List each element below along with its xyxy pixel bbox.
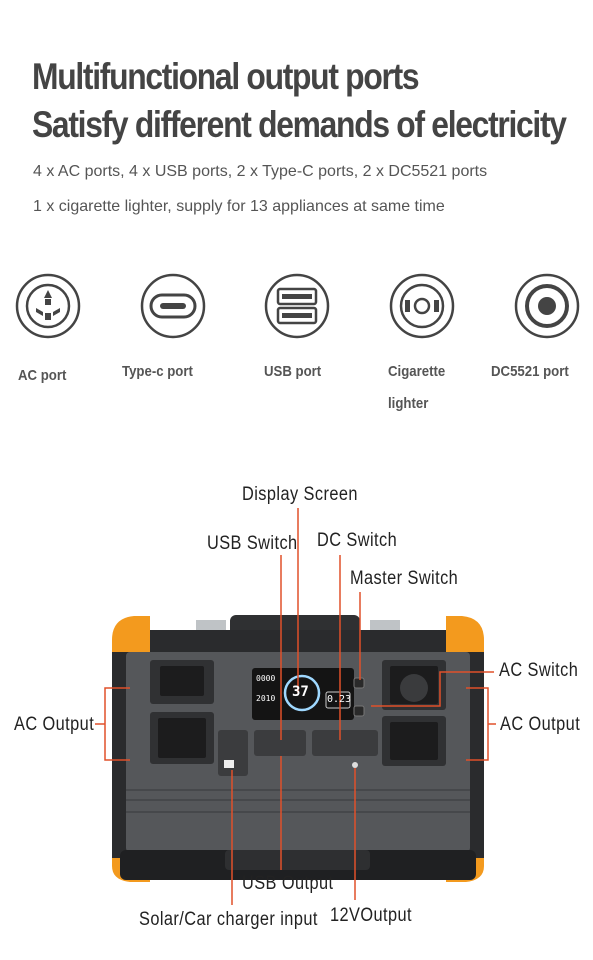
subtitle-line-2: 1 x cigarette lighter, supply for 13 app… xyxy=(33,198,445,215)
corner-bumper-top-right xyxy=(446,616,484,652)
handle-bracket-right xyxy=(370,620,400,642)
ac-switch-button xyxy=(353,705,365,717)
display-battery-percent: 37 xyxy=(292,684,309,700)
cigarette-label-line-2: lighter xyxy=(388,395,429,412)
headline-line-1: Multifunctional output ports xyxy=(32,56,420,97)
dc-output-callout: 12VOutput xyxy=(330,905,412,926)
ac-socket-right-top xyxy=(382,660,446,710)
front-panel xyxy=(126,652,470,852)
top-handle xyxy=(230,615,360,655)
ac-output-right-callout: AC Output xyxy=(500,714,581,735)
ac-switch-callout: AC Switch xyxy=(499,660,579,681)
corner-bumper-bottom-right xyxy=(446,858,484,882)
corner-bumper-bottom-left xyxy=(112,858,150,882)
display-readout-top: 0000 xyxy=(256,674,276,683)
master-switch-callout: Master Switch xyxy=(350,568,459,589)
usb-output-callout: USB Output xyxy=(242,873,334,894)
display-screen-callout: Display Screen xyxy=(242,484,358,505)
display-readout-right: 0.23 xyxy=(327,694,352,705)
ac-output-left-callout: AC Output xyxy=(14,714,95,735)
handle-bracket-left xyxy=(196,620,226,642)
dc5521-icon xyxy=(514,273,580,339)
ac-port-label: AC port xyxy=(18,367,67,384)
dc-switch-callout: DC Switch xyxy=(317,530,398,551)
type-c-icon xyxy=(140,273,206,339)
ac-socket-left-bottom xyxy=(150,712,214,764)
cigarette-lighter-icon xyxy=(389,273,455,339)
master-switch-button xyxy=(353,677,365,689)
type-c-port-label: Type-c port xyxy=(122,363,193,380)
usb-port-label: USB port xyxy=(264,363,322,380)
solar-input-callout: Solar/Car charger input xyxy=(139,909,318,930)
subtitle-line-1: 4 x AC ports, 4 x USB ports, 2 x Type-C … xyxy=(33,163,488,180)
dc5521-port-label: DC5521 port xyxy=(491,363,569,380)
usb-switch-callout: USB Switch xyxy=(207,533,298,554)
usb-icon xyxy=(264,273,330,339)
solar-input-module xyxy=(218,730,248,776)
cigarette-label-line-1: Cigarette xyxy=(388,363,446,380)
headline-line-2: Satisfy different demands of electricity xyxy=(32,104,567,145)
ac-socket-right-bottom xyxy=(382,716,446,766)
ac-socket-left-top xyxy=(150,660,214,704)
ac-socket-icon xyxy=(15,273,81,339)
device-body xyxy=(112,630,484,878)
display-readout-bottom: 2010 xyxy=(256,694,276,703)
dc-output-module xyxy=(312,730,378,756)
usb-output-module xyxy=(254,730,306,756)
corner-bumper-top-left xyxy=(112,616,150,652)
base-grip xyxy=(225,850,370,870)
